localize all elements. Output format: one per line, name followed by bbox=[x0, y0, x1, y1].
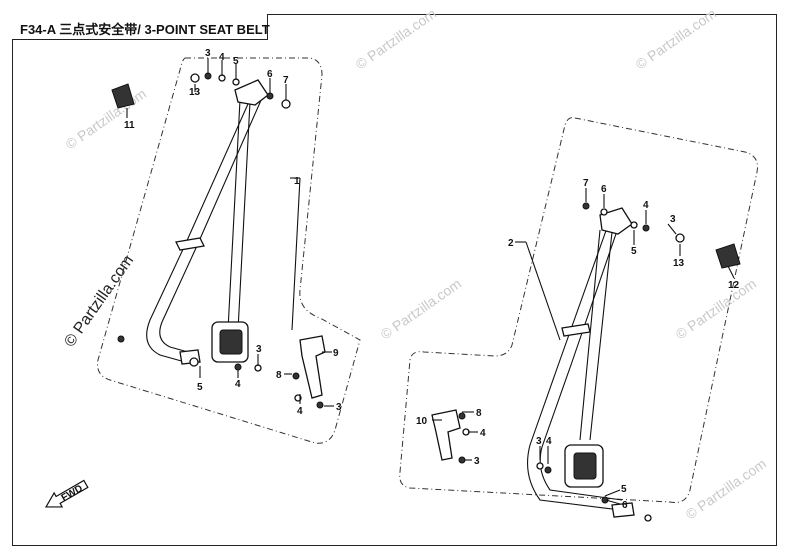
fwd-arrow: FWD bbox=[44, 479, 89, 508]
assembly-outline-left bbox=[97, 57, 361, 444]
watermark: © Partzilla.com bbox=[63, 85, 149, 152]
callout-11: 11 bbox=[124, 120, 135, 131]
watermark: © Partzilla.com bbox=[353, 5, 439, 72]
buckle-9 bbox=[299, 335, 326, 399]
callout-7: 7 bbox=[583, 178, 589, 189]
assembly-outline-right bbox=[399, 117, 758, 503]
d-ring-right bbox=[599, 207, 633, 235]
callout-2: 2 bbox=[508, 238, 514, 249]
watermark: © Partzilla.com bbox=[673, 275, 759, 342]
callout-5: 5 bbox=[621, 484, 627, 495]
callout-5: 5 bbox=[233, 56, 239, 67]
callout-10: 10 bbox=[416, 416, 428, 427]
callout-13: 13 bbox=[189, 87, 201, 98]
callout-3: 3 bbox=[670, 214, 676, 225]
watermark: © Partzilla.com bbox=[378, 275, 464, 342]
retractor-right-face bbox=[573, 452, 597, 480]
title-box bbox=[12, 14, 268, 40]
callout-7: 7 bbox=[283, 75, 289, 86]
callout-8: 8 bbox=[276, 370, 282, 381]
diagram-frame bbox=[12, 14, 777, 546]
anchor-right bbox=[611, 502, 635, 518]
callout-4: 4 bbox=[480, 428, 486, 439]
callout-9: 9 bbox=[333, 348, 339, 359]
callout-4: 4 bbox=[643, 200, 649, 211]
callout-5: 5 bbox=[631, 246, 637, 257]
callout-4: 4 bbox=[546, 436, 552, 447]
callout-4: 4 bbox=[219, 52, 225, 63]
cover-11 bbox=[111, 83, 135, 109]
cover-12 bbox=[715, 243, 741, 269]
belt-webbing-left bbox=[146, 94, 253, 363]
watermark: © Partzilla.com bbox=[633, 5, 719, 72]
belt-guide-left bbox=[175, 237, 205, 251]
page-title: F34-A 三点式安全带/ 3-POINT SEAT BELT bbox=[20, 22, 270, 37]
d-ring-left bbox=[234, 79, 269, 106]
callout-6: 6 bbox=[267, 69, 273, 80]
callout-3: 3 bbox=[474, 456, 480, 467]
belt-webbing-left-retractor bbox=[227, 99, 251, 331]
hardware bbox=[117, 72, 685, 522]
watermark: © Partzilla.com bbox=[61, 252, 137, 350]
fwd-label: FWD bbox=[60, 483, 85, 504]
callout-6: 6 bbox=[601, 184, 607, 195]
callout-3: 3 bbox=[336, 402, 342, 413]
callout-5: 5 bbox=[197, 382, 203, 393]
callout-4: 4 bbox=[235, 379, 241, 390]
leader-lines bbox=[126, 58, 735, 505]
retractor-left-face bbox=[219, 329, 243, 355]
callout-3: 3 bbox=[256, 344, 262, 355]
callout-3: 3 bbox=[536, 436, 542, 447]
belt-webbing-left-inner bbox=[159, 97, 263, 353]
callout-1: 1 bbox=[294, 176, 300, 187]
callout-12: 12 bbox=[728, 280, 740, 291]
callout-3: 3 bbox=[205, 48, 211, 59]
callout-8: 8 bbox=[476, 408, 482, 419]
belt-webbing-right-retractor bbox=[579, 229, 613, 441]
callout-13: 13 bbox=[673, 258, 685, 269]
belt-webbing-right bbox=[527, 224, 621, 511]
callout-6: 6 bbox=[622, 500, 628, 511]
buckle-10 bbox=[431, 409, 461, 461]
belt-guide-right bbox=[561, 323, 591, 337]
callout-4: 4 bbox=[297, 406, 303, 417]
